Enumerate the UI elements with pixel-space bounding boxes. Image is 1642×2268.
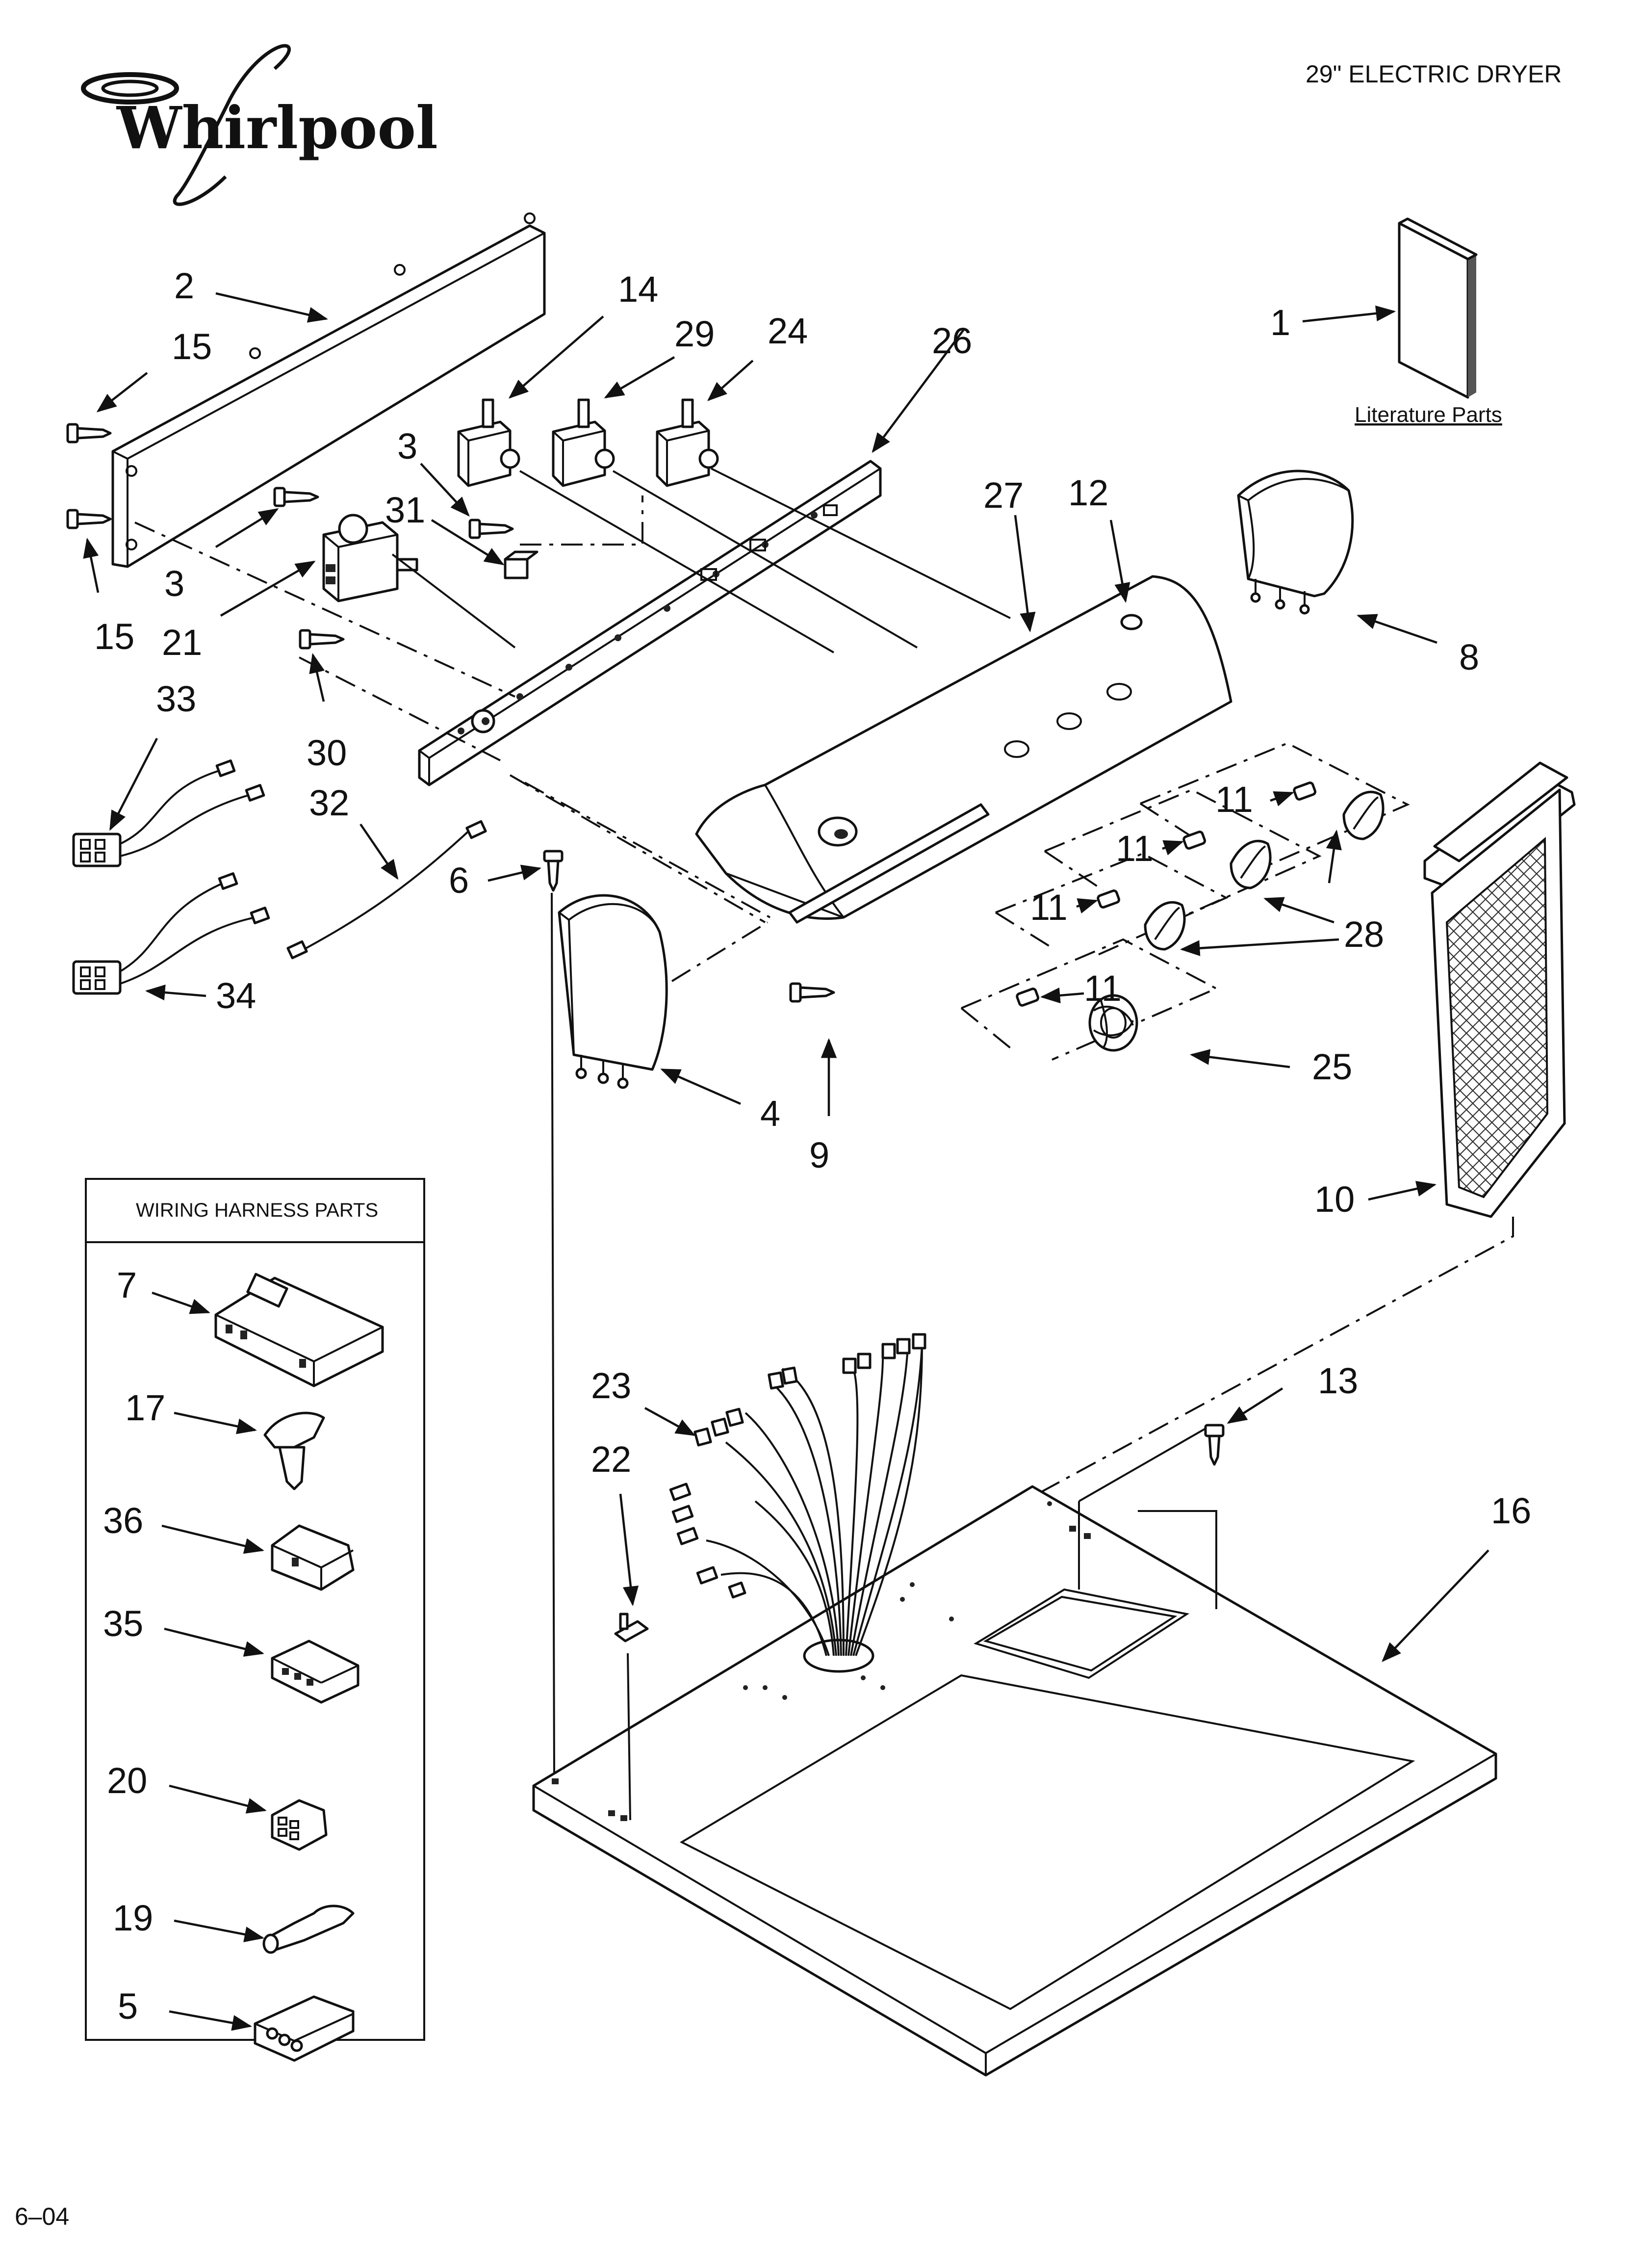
- callout-36: 36: [103, 1500, 143, 1541]
- spring-clip-11-c: [1097, 889, 1121, 909]
- callout-11-d: 11: [1084, 968, 1122, 1009]
- main-wire-harness-23: [669, 1333, 926, 1656]
- literature-parts-book: [1398, 217, 1478, 399]
- end-cap-left-4: [558, 894, 668, 1089]
- switch-29: [552, 398, 615, 487]
- callout-3-left: 3: [164, 563, 184, 604]
- callout-15-bottom: 15: [94, 616, 134, 657]
- switch-31: [504, 550, 539, 579]
- screw-3-left: [273, 487, 319, 507]
- end-cap-right-8: [1237, 469, 1354, 615]
- callout-20: 20: [107, 1760, 147, 1801]
- knob-28-left: [1144, 901, 1186, 951]
- switch-14: [457, 398, 520, 487]
- connector-5: [254, 1995, 355, 2062]
- callout-15-top: 15: [172, 326, 212, 367]
- callout-5: 5: [118, 1986, 138, 2027]
- whirlpool-logo: Whirlpool: [81, 44, 438, 206]
- callout-25: 25: [1312, 1046, 1352, 1087]
- control-console-27: [695, 575, 1232, 924]
- spring-clip-11-b: [1182, 831, 1206, 850]
- spring-clip-11-a: [1293, 782, 1317, 801]
- callout-27: 27: [983, 475, 1024, 516]
- console-hole-2: [1056, 712, 1082, 730]
- callout-19: 19: [113, 1898, 153, 1938]
- lint-screen-10: [1423, 761, 1576, 1218]
- console-hole-4: [1120, 614, 1143, 630]
- knob-28-right: [1342, 790, 1385, 840]
- callout-3-middle: 3: [397, 426, 417, 467]
- callout-10: 10: [1314, 1179, 1355, 1220]
- screw-30: [299, 629, 345, 650]
- callout-26: 26: [932, 320, 972, 361]
- screw-9: [789, 982, 835, 1003]
- console-hole-1: [1004, 740, 1029, 758]
- callout-9: 9: [809, 1135, 829, 1175]
- screw-6: [543, 850, 564, 892]
- ground-clip-22: [614, 1613, 649, 1642]
- callout-34: 34: [216, 975, 256, 1016]
- console-hole-3: [1106, 683, 1132, 701]
- terminal-19: [262, 1904, 355, 1954]
- screw-15-top: [66, 423, 112, 443]
- logo-swirl-icon: [81, 72, 179, 104]
- wire-32: [286, 820, 487, 960]
- knob-28-middle: [1230, 839, 1272, 889]
- callout-28: 28: [1344, 914, 1384, 955]
- callout-33: 33: [156, 678, 196, 719]
- callout-35: 35: [103, 1603, 143, 1644]
- callout-17: 17: [125, 1387, 165, 1428]
- callout-24: 24: [768, 311, 808, 351]
- callout-1: 1: [1270, 302, 1290, 343]
- connector-36: [271, 1524, 355, 1591]
- harness-33: [72, 759, 265, 867]
- callout-23: 23: [591, 1365, 631, 1406]
- callout-16: 16: [1491, 1490, 1531, 1531]
- screw-15-bottom: [66, 509, 112, 529]
- brand-logo-text: Whirlpool: [116, 94, 438, 162]
- callout-4: 4: [760, 1093, 780, 1134]
- terminal-block-7: [214, 1273, 384, 1387]
- wiring-box-title: WIRING HARNESS PARTS: [136, 1199, 378, 1221]
- callout-11-a: 11: [1215, 779, 1253, 820]
- page-code: 6–04: [15, 2203, 69, 2230]
- callout-6: 6: [449, 860, 469, 901]
- wire-clip-17: [263, 1411, 325, 1490]
- switch-24: [656, 398, 719, 487]
- top-panel-16: [532, 1485, 1497, 2077]
- selector-knob-25: [1088, 994, 1138, 1052]
- product-title: 29" ELECTRIC DRYER: [1306, 60, 1562, 88]
- callout-13: 13: [1318, 1360, 1358, 1401]
- callout-22: 22: [591, 1439, 631, 1480]
- callout-14: 14: [618, 269, 658, 310]
- callout-21: 21: [162, 622, 202, 663]
- callout-30: 30: [307, 732, 347, 773]
- connector-20: [271, 1799, 328, 1851]
- connector-35: [271, 1640, 359, 1704]
- screw-3-middle: [468, 519, 514, 539]
- callout-31: 31: [385, 490, 425, 530]
- callout-32: 32: [309, 782, 349, 823]
- callout-12: 12: [1068, 472, 1108, 513]
- callout-2: 2: [174, 265, 194, 306]
- timer-21: [322, 514, 418, 602]
- literature-parts-label: Literature Parts: [1355, 403, 1502, 427]
- callout-7: 7: [117, 1265, 137, 1305]
- callout-29: 29: [674, 313, 715, 354]
- harness-34: [72, 872, 270, 995]
- control-bracket-26: [418, 460, 882, 786]
- callout-8: 8: [1459, 637, 1479, 678]
- rear-console-panel: [111, 212, 546, 568]
- spring-clip-11-d: [1016, 988, 1040, 1007]
- screw-13: [1204, 1424, 1225, 1466]
- callout-11-c: 11: [1030, 887, 1068, 928]
